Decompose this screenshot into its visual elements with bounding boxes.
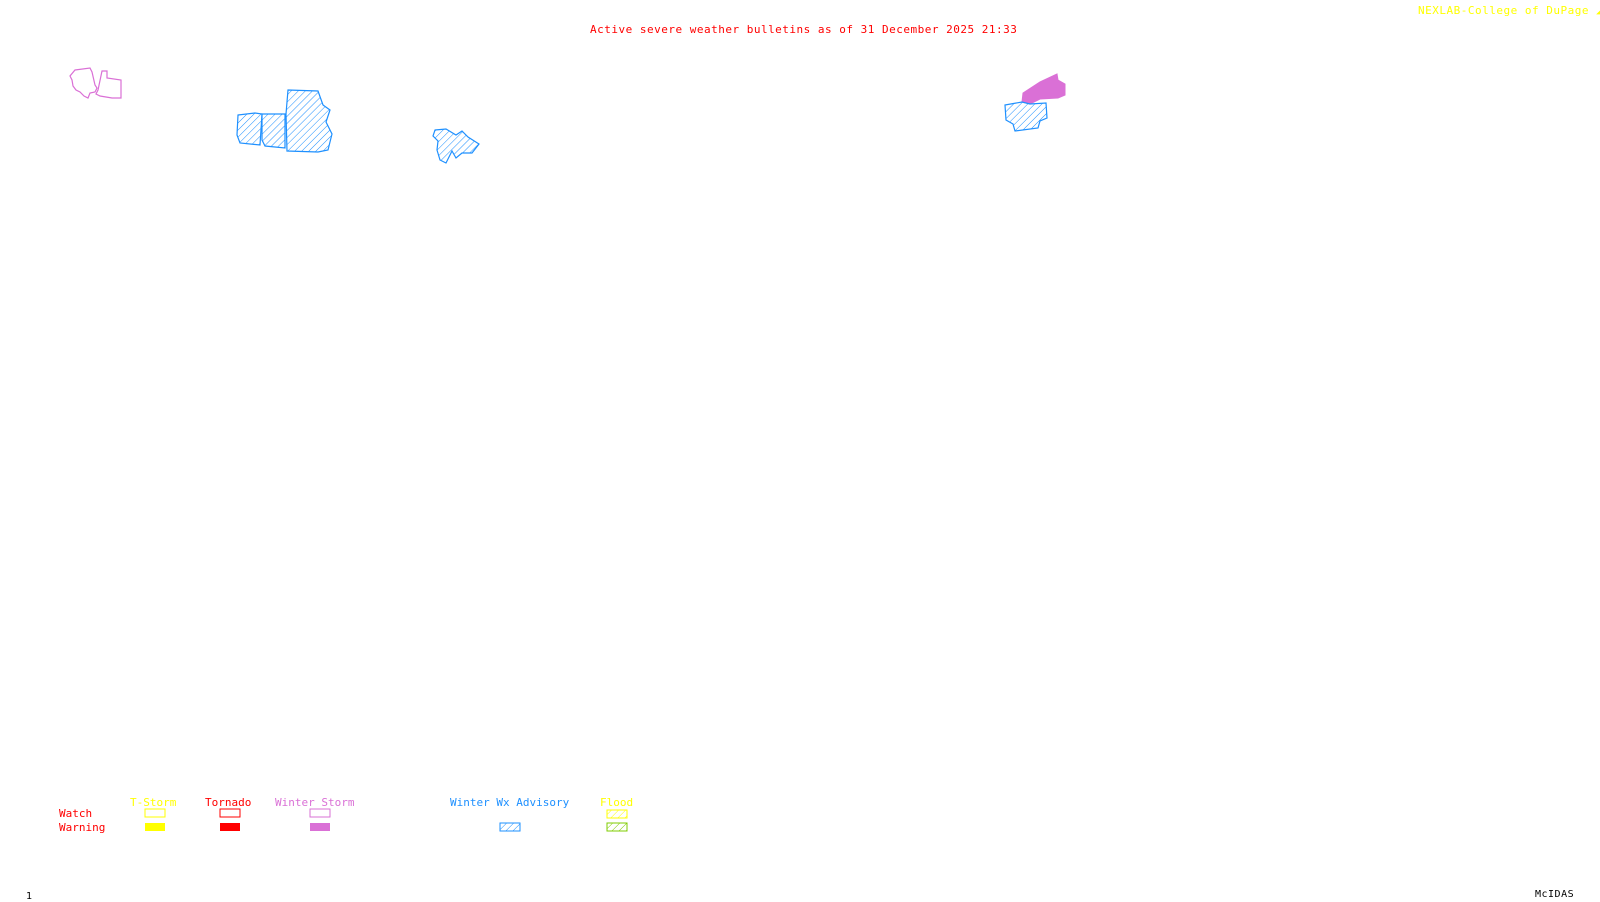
bulletin-polygon-winter-storm-watch [69, 67, 122, 99]
legend-col-tstorm: T-Storm [130, 796, 177, 809]
logo-mark-icon: ◢ [1596, 4, 1600, 17]
credit-label: NEXLAB-College of DuPage ◢ [1418, 5, 1600, 16]
legend-swatch-flood-warning [606, 822, 628, 832]
legend-swatch-tstorm-watch [144, 808, 166, 818]
legend-swatch-winter-storm-watch [309, 808, 331, 818]
legend-col-tornado: Tornado [205, 796, 252, 809]
legend-col-winter-storm: Winter Storm [275, 796, 355, 809]
brand-label: McIDAS [1535, 889, 1575, 900]
legend-swatch-tornado-watch [219, 808, 241, 818]
legend-swatch-winter-wx-advisory [499, 822, 521, 832]
map-title: Active severe weather bulletins as of 31… [590, 23, 1018, 36]
legend-col-winter-wx-advisory: Winter Wx Advisory [450, 796, 570, 809]
legend [144, 808, 628, 832]
legend-col-flood: Flood [600, 796, 634, 809]
bulletin-polygon-winter-wx-advisory [1004, 101, 1048, 132]
legend-swatch-tornado-warning [220, 823, 240, 831]
credit-text: NEXLAB-College of DuPage [1418, 4, 1589, 17]
legend-swatch-winter-storm-warning [310, 823, 330, 831]
legend-swatch-flood-watch [606, 809, 628, 819]
legend-swatch-tstorm-warning [145, 823, 165, 831]
bulletin-polygon-winter-wx-advisory [236, 89, 333, 153]
bulletin-polygon-winter-wx-advisory [432, 128, 480, 164]
frame-number: 1 [26, 891, 33, 902]
legend-row-warning: Warning [59, 821, 106, 834]
legend-row-watch: Watch [59, 807, 93, 820]
bulletin-polygon-winter-storm-warning [1021, 73, 1066, 105]
